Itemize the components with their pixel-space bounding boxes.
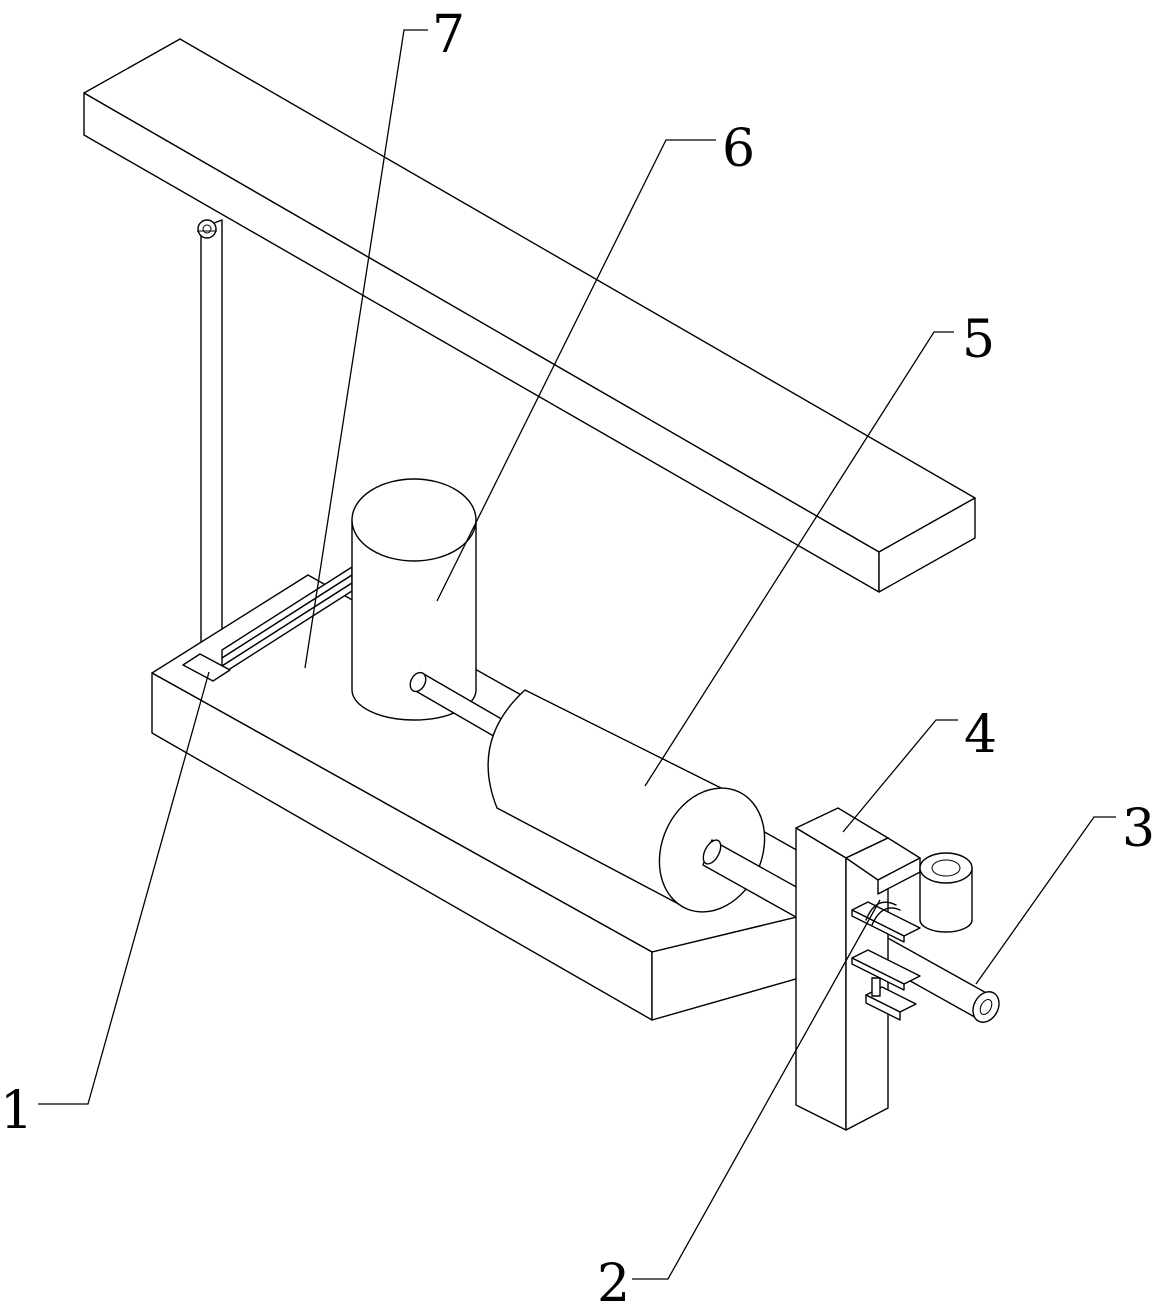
label-1: 1: [0, 1081, 33, 1141]
label-7: 7: [432, 5, 465, 65]
leader-lines: [38, 29, 1116, 1280]
small-cylinder: [919, 852, 973, 933]
label-5: 5: [962, 310, 995, 370]
label-4: 4: [964, 705, 997, 765]
label-2: 2: [597, 1254, 630, 1311]
vertical-rod: [197, 219, 223, 676]
top-beam: [83, 38, 976, 593]
reference-labels: 7 6 5 4 3 2 1: [0, 5, 1155, 1311]
label-6: 6: [722, 119, 755, 179]
label-3: 3: [1122, 799, 1155, 859]
knob-icon: [197, 219, 217, 239]
cylinder-upright: [351, 478, 477, 721]
